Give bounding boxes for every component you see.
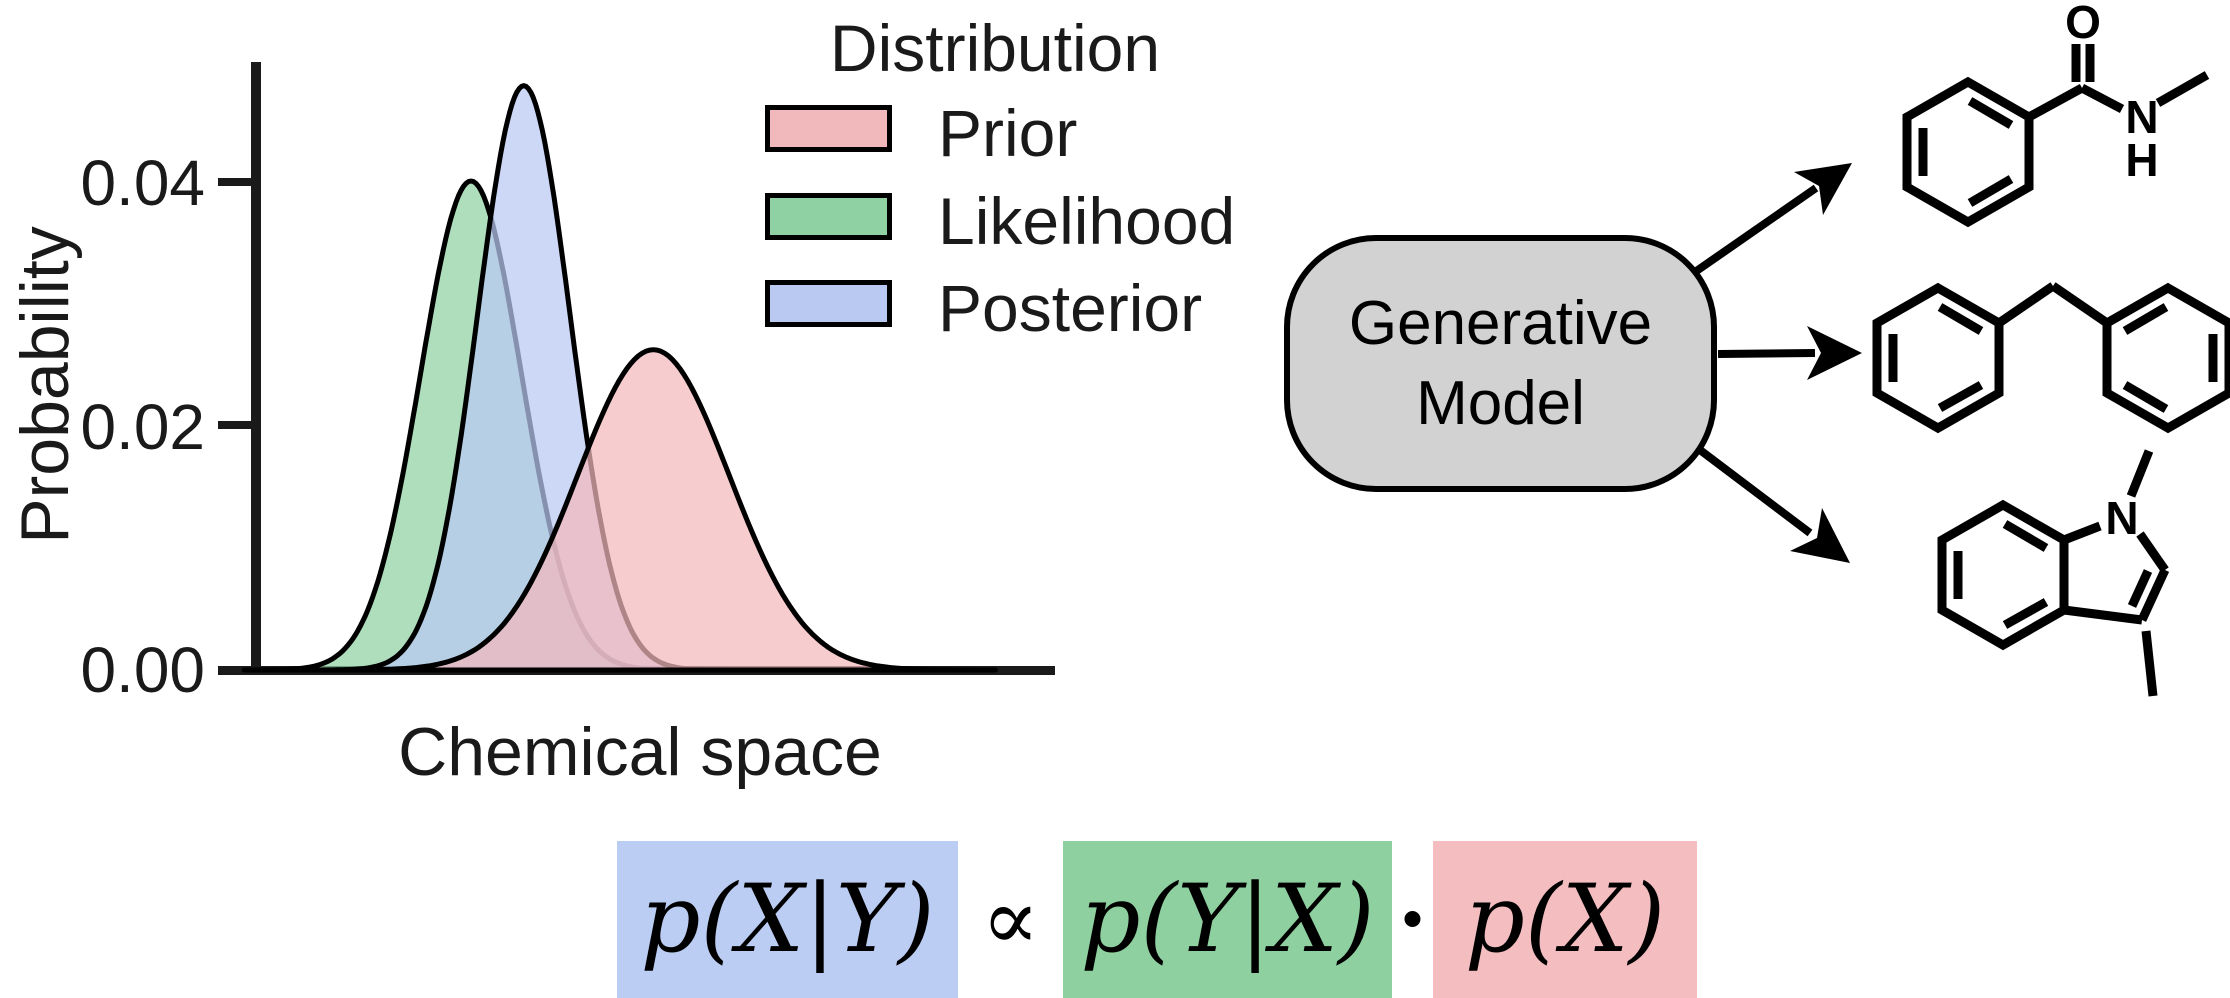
- arrow-head-2: [1807, 326, 1862, 380]
- bond-ring-carbonyl: [2026, 84, 2085, 121]
- y-tick-004: [218, 178, 255, 186]
- bond-c7a-n: [2062, 521, 2102, 545]
- bond-c2-c3: [2137, 568, 2170, 622]
- bond-c3-c3a: [2063, 605, 2143, 625]
- bond-n-methyl: [2155, 71, 2210, 107]
- arrows: [1692, 184, 1819, 537]
- atom-label-n: N: [2105, 492, 2138, 544]
- y-tick-002: [218, 421, 255, 429]
- arrow-to-molecule-3: [1697, 446, 1813, 537]
- y-tick-label-004: 0.04: [80, 147, 205, 219]
- atom-label-n: N: [2125, 91, 2158, 143]
- formula-prior-term: p(X): [1433, 841, 1697, 998]
- legend-title: Distribution: [829, 11, 1161, 85]
- legend-label-likelihood: Likelihood: [938, 184, 1236, 258]
- molecule-n-methylbenzamide: O N H: [1902, 0, 2210, 228]
- generative-model-label-line2: Model: [1416, 368, 1585, 438]
- x-axis-label: Chemical space: [398, 714, 882, 790]
- formula-posterior-term: p(X|Y): [617, 841, 958, 998]
- y-tick-label-002: 0.02: [80, 391, 205, 463]
- bond-n-methyl: [2126, 449, 2154, 498]
- atom-label-h: H: [2125, 134, 2158, 186]
- legend-swatch-likelihood: [765, 193, 892, 240]
- generative-model-box: Generative Model: [1284, 235, 1717, 492]
- legend-label-prior: Prior: [938, 96, 1078, 170]
- arrow-to-molecule-2: [1717, 349, 1816, 358]
- bond-c3-methyl: [2141, 630, 2158, 697]
- arrow-heads: [1790, 163, 1862, 563]
- legend-swatch-posterior: [765, 280, 892, 327]
- y-tick-label-000: 0.00: [80, 634, 205, 706]
- y-axis-spine: [251, 62, 261, 674]
- proportional-to-symbol: ∝: [981, 869, 1040, 970]
- bond-n-c2: [2136, 531, 2169, 573]
- multiplication-dot: ·: [1397, 869, 1428, 970]
- bond-c-n: [2079, 84, 2125, 113]
- legend-swatch-prior: [765, 105, 892, 152]
- arrow-head-3: [1790, 508, 1850, 563]
- arrow-to-molecule-1: [1692, 184, 1819, 276]
- right-phenyl-ring: [2102, 282, 2230, 434]
- methylene-bridge: [1996, 282, 2056, 327]
- pyrrole-double-bond: [2127, 569, 2153, 608]
- molecule-diphenylmethane: [1872, 282, 2230, 434]
- molecule-dimethylindole: N: [1937, 449, 2170, 697]
- arrow-head-1: [1794, 163, 1852, 215]
- formula-likelihood-term: p(Y|X): [1063, 841, 1392, 998]
- generative-model-label-line1: Generative: [1348, 288, 1653, 358]
- atom-label-o: O: [2065, 0, 2101, 48]
- legend-label-posterior: Posterior: [938, 271, 1203, 345]
- kde-curve-prior: [308, 347, 998, 673]
